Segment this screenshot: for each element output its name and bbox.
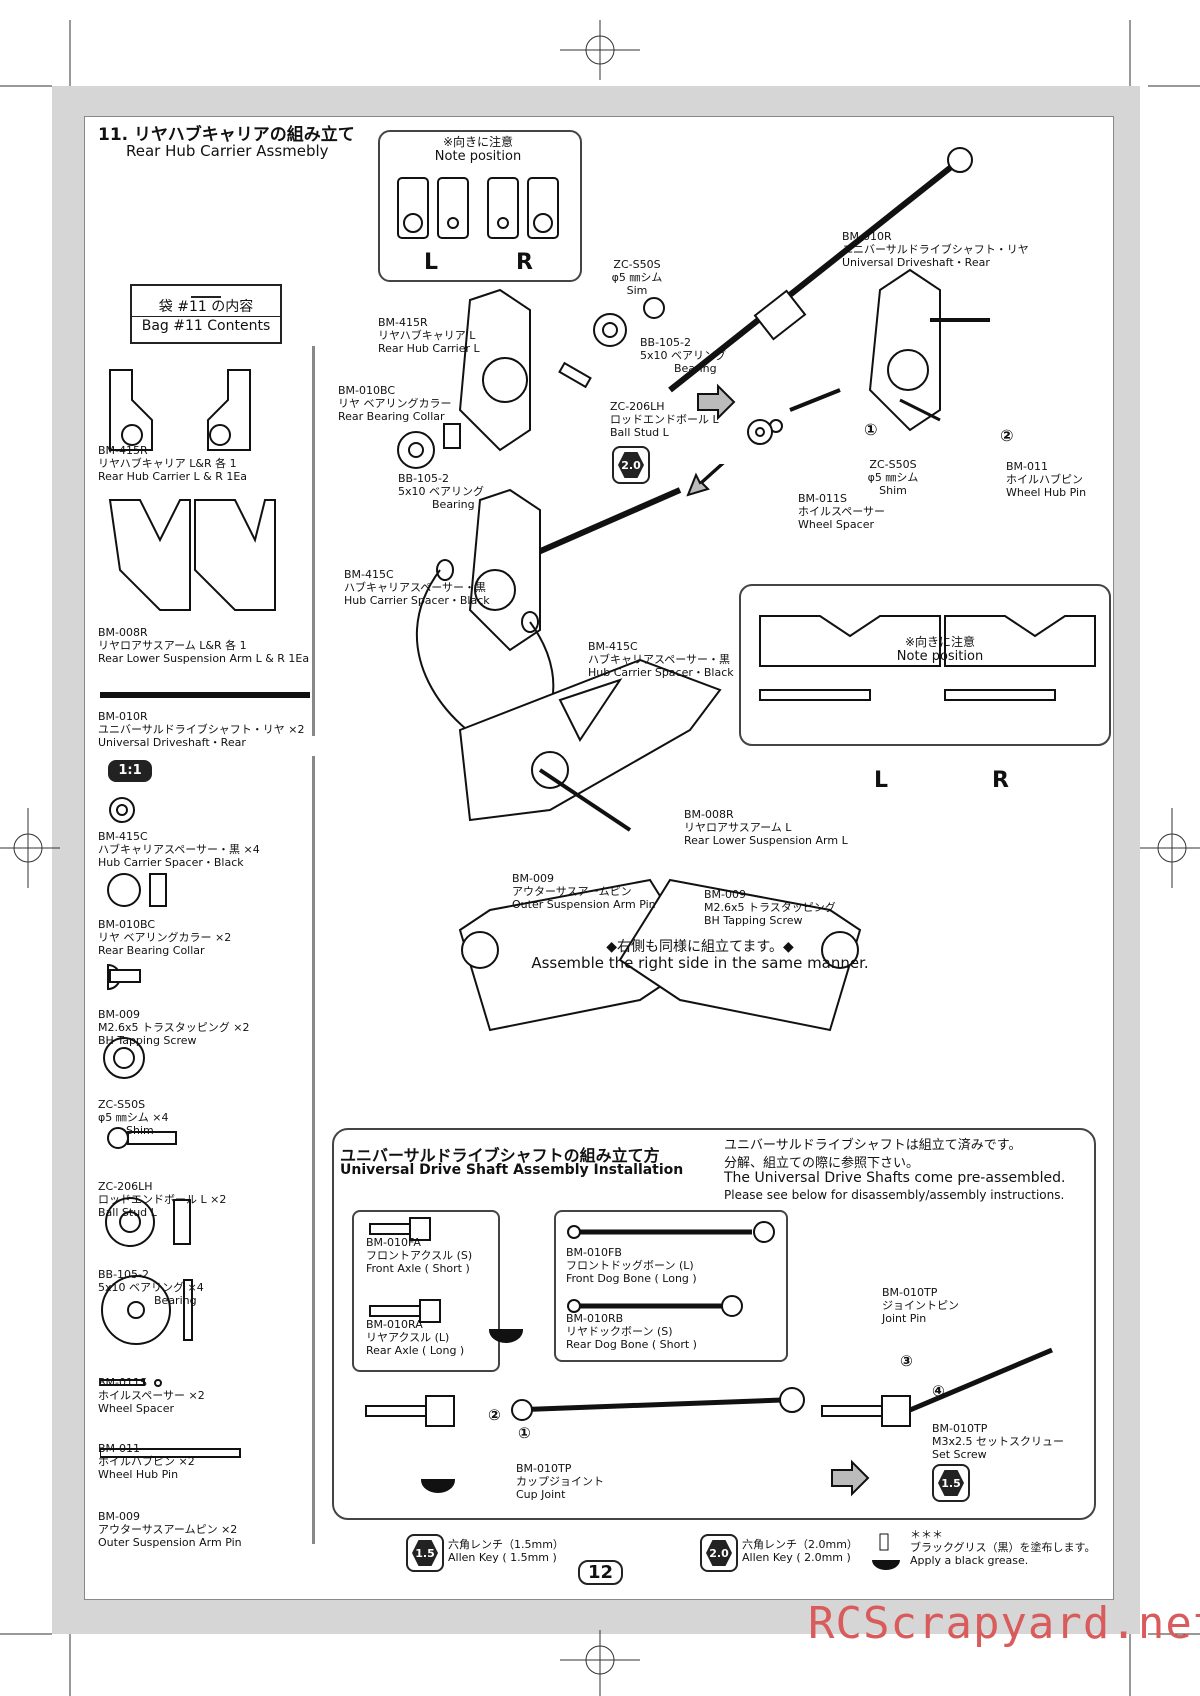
bag-item-label: BM-009 アウターサスアームピン ×2 Outer Suspension A… xyxy=(98,1510,242,1549)
uds-cup: BM-010TP カップジョイント Cup Joint xyxy=(516,1462,604,1501)
uds-step-3: ③ xyxy=(900,1352,913,1370)
callout-bm415r: BM-415R リヤハブキャリア L Rear Hub Carrier L xyxy=(378,316,480,355)
callout-zc206lh: ZC-206LH ロッドエンドボール L Ball Stud L xyxy=(610,400,719,439)
callout-bm011: BM-011 ホイルハブピン Wheel Hub Pin xyxy=(1006,460,1087,499)
uds-ra: BM-010RA リヤアクスル (L) Rear Axle ( Long ) xyxy=(366,1318,465,1357)
callout-bm011s: BM-011S ホイルスペーサー Wheel Spacer xyxy=(798,492,886,531)
watermark: RCScrapyard.net xyxy=(808,1598,1200,1649)
bag-item-label: BM-010R ユニバーサルドライブシャフト・リヤ ×2 Universal D… xyxy=(98,710,305,749)
bag-item-label: BB-105-2 5x10 ベアリング ×4 Bearing xyxy=(98,1268,204,1307)
grease-icon xyxy=(872,1533,900,1570)
callout-bm010r: BM-010R ユニバーサルドライブシャフト・リヤ Universal Driv… xyxy=(842,230,1029,269)
scale-badge: 1:1 xyxy=(108,760,152,782)
note-position-jp-2: ※向きに注意 xyxy=(904,635,976,649)
divider xyxy=(312,346,315,736)
legend-allen-2.0-icon: 2.0 xyxy=(700,1534,738,1572)
divider xyxy=(312,756,315,1544)
uds-note-jp1: ユニバーサルドライブシャフトは組立て済みです。 xyxy=(724,1138,1022,1153)
uds-step-4: ④ xyxy=(932,1382,945,1400)
step-number-1: ① xyxy=(864,420,878,439)
bag-item-label: BM-415C ハブキャリアスペーサー・黒 ×4 Hub Carrier Spa… xyxy=(98,830,260,869)
note-position-en-2: Note position xyxy=(896,649,984,664)
callout-bm008r: BM-008R リヤロアサスアーム L Rear Lower Suspensio… xyxy=(684,808,848,847)
assembly-illustration xyxy=(397,147,1111,1032)
orientation-right-2: R xyxy=(992,768,1009,793)
same-manner-jp: ◆右側も同様に組立てます。◆ xyxy=(606,939,794,955)
step-title-jp: 11. リヤハブキャリアの組み立て xyxy=(98,125,355,145)
bag-item-label: ZC-206LH ロッドエンドボール L ×2 Ball Stud L xyxy=(98,1180,227,1219)
uds-fb: BM-010FB フロントドッグボーン (L) Front Dog Bone (… xyxy=(566,1246,697,1285)
bag-title-jp: 袋 #11 の内容 xyxy=(158,299,254,315)
uds-note-en2: Please see below for disassembly/assembl… xyxy=(724,1188,1065,1202)
bag-parts-illustrations xyxy=(100,369,310,1458)
hub-carrier-orientation xyxy=(397,177,559,239)
legend-allen-1.5: 六角レンチ（1.5mm） Allen Key ( 1.5mm ) xyxy=(448,1538,564,1564)
step-number-2: ② xyxy=(1000,426,1014,445)
legend-allen-1.5-icon: 1.5 xyxy=(406,1534,444,1572)
uds-note-jp2: 分解、組立ての際に参照下さい。 xyxy=(724,1156,920,1171)
uds-fa: BM-010FA フロントアクスル (S) Front Axle ( Short… xyxy=(366,1236,473,1275)
uds-step-2: ② xyxy=(488,1406,501,1424)
bag-item-label: ZC-S50S φ5 ㎜シム ×4 Shim xyxy=(98,1098,169,1137)
uds-rb: BM-010RB リヤドックボーン (S) Rear Dog Bone ( Sh… xyxy=(566,1312,697,1351)
bag-item-label: BM-011 ホイルハブピン ×2 Wheel Hub Pin xyxy=(98,1442,195,1481)
orientation-left: L xyxy=(424,250,439,275)
uds-title-en: Universal Drive Shaft Assembly Installat… xyxy=(340,1162,684,1178)
bag-item-label: BM-415R リヤハブキャリア L&R 各 1 Rear Hub Carrie… xyxy=(98,444,248,483)
legend-grease: ＊＊＊ ブラックグリス（黒）を塗布します。 Apply a black grea… xyxy=(910,1528,1096,1567)
bag-item-label: BM-009 M2.6x5 トラスタッピング ×2 BH Tapping Scr… xyxy=(98,1008,250,1047)
dogbone-box xyxy=(554,1210,788,1362)
bag-item-label: BM-008R リヤロアサスアーム L&R 各 1 Rear Lower Sus… xyxy=(98,626,310,665)
callout-bb1052-b: BB-105-2 5x10 ベアリング Bearing xyxy=(398,472,485,511)
note-position-en: Note position xyxy=(434,149,522,164)
callout-zc-s50s-b: ZC-S50S φ5 ㎜シム Shim xyxy=(867,458,919,497)
tool-badge-1.5: 1.5 xyxy=(932,1464,970,1502)
step-title-en: Rear Hub Carrier Assmebly xyxy=(126,142,329,160)
callout-bm009-pin: BM-009 アウターサスアームピン Outer Suspension Arm … xyxy=(512,872,656,911)
callout-bm009-screw: BM-009 M2.6x5 トラスタッピング BH Tapping Screw xyxy=(704,888,836,927)
bag-item-label: BM-010BC リヤ ベアリングカラー ×2 Rear Bearing Col… xyxy=(98,918,232,957)
callout-bm415c-a: BM-415C ハブキャリアスペーサー・黒 Hub Carrier Spacer… xyxy=(344,568,490,607)
bag-contents-box: 袋 #11 の内容 Bag #11 Contents xyxy=(130,284,282,344)
uds-title-jp: ユニバーサルドライブシャフトの組み立て方 xyxy=(340,1146,660,1165)
legend-allen-2.0: 六角レンチ（2.0mm） Allen Key ( 2.0mm ) xyxy=(742,1538,858,1564)
uds-note-en1: The Universal Drive Shafts come pre-asse… xyxy=(724,1170,1066,1186)
callout-bm415c-b: BM-415C ハブキャリアスペーサー・黒 Hub Carrier Spacer… xyxy=(588,640,734,679)
uds-jpin: BM-010TP ジョイントピン Joint Pin xyxy=(882,1286,959,1325)
bag-item-label: BM-011S ホイルスペーサー ×2 Wheel Spacer xyxy=(98,1376,205,1415)
same-manner-en: Assemble the right side in the same mann… xyxy=(531,954,869,972)
note-position-jp: ※向きに注意 xyxy=(442,135,514,149)
uds-illustration xyxy=(365,1217,1053,1497)
tool-badge-2.0: 2.0 xyxy=(612,446,650,484)
callout-bm010bc: BM-010BC リヤ ベアリングカラー Rear Bearing Collar xyxy=(338,384,452,423)
page-number: 12 xyxy=(578,1560,624,1585)
orientation-right: R xyxy=(516,250,533,275)
callout-bb1052-a: BB-105-2 5x10 ベアリング Bearing xyxy=(640,336,727,375)
uds-step-1: ① xyxy=(518,1424,531,1442)
callout-zc-s50s-a: ZC-S50S φ5 ㎜シム Sim xyxy=(611,258,663,297)
uds-setscrew: BM-010TP M3x2.5 セットスクリュー Set Screw xyxy=(932,1422,1064,1461)
orientation-left-2: L xyxy=(874,768,889,793)
bag-title-en: Bag #11 Contents xyxy=(132,316,280,335)
